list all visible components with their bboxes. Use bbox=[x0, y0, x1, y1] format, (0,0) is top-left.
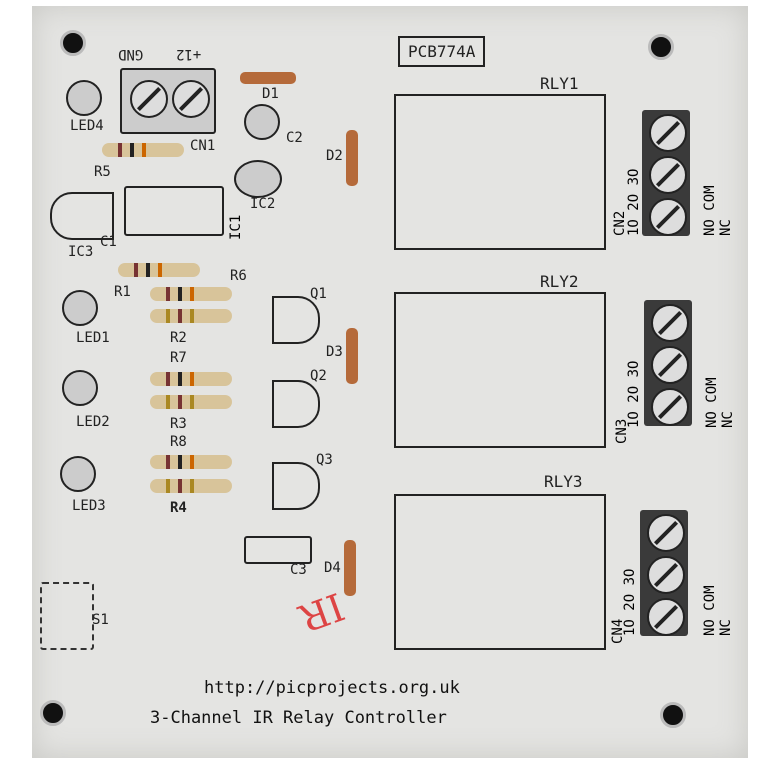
q2-label: Q2 bbox=[310, 368, 327, 384]
r4-label: R4 bbox=[170, 500, 187, 516]
cn3-pin-labels: NO COM NC bbox=[704, 377, 736, 428]
website-url: http://picprojects.org.uk bbox=[204, 678, 460, 698]
r6-label: R6 bbox=[230, 268, 247, 284]
ic2-label: IC2 bbox=[250, 196, 276, 212]
mount-hole bbox=[648, 34, 674, 60]
led2 bbox=[62, 370, 98, 406]
resistor-r5 bbox=[90, 143, 196, 157]
ic1 bbox=[124, 186, 224, 236]
d1-label: D1 bbox=[262, 86, 279, 102]
r7-label: R7 bbox=[170, 350, 187, 366]
capacitor-c3 bbox=[244, 536, 312, 564]
cn4-pin-labels: NO COM NC bbox=[702, 585, 734, 636]
cn3-label: CN3 bbox=[614, 418, 630, 444]
screw bbox=[172, 80, 210, 118]
r1-label: R1 bbox=[114, 284, 131, 300]
transistor-q3 bbox=[272, 462, 320, 510]
cn2-terminal bbox=[642, 110, 690, 236]
ic3-sensor bbox=[50, 192, 114, 240]
diode-d4 bbox=[344, 540, 356, 596]
ic1-label: IC1 bbox=[228, 214, 244, 240]
capacitor-c2 bbox=[244, 104, 280, 140]
d4-label: D4 bbox=[324, 560, 341, 576]
s1-label: S1 bbox=[92, 612, 109, 628]
relay-1 bbox=[394, 94, 606, 250]
cn4-terminal bbox=[640, 510, 688, 636]
led1 bbox=[62, 290, 98, 326]
relay-2 bbox=[394, 292, 606, 448]
rly3-label: RLY3 bbox=[544, 472, 583, 491]
transistor-q2 bbox=[272, 380, 320, 428]
c2-label: C2 bbox=[286, 130, 303, 146]
ic2 bbox=[234, 160, 282, 198]
relay-3 bbox=[394, 494, 606, 650]
cn2-pin-labels: NO COM NC bbox=[702, 185, 734, 236]
c3-label: C3 bbox=[290, 562, 307, 578]
led1-label: LED1 bbox=[76, 330, 110, 346]
resistor-r1 bbox=[106, 263, 212, 277]
q3-label: Q3 bbox=[316, 452, 333, 468]
screw bbox=[130, 80, 168, 118]
resistor-r7 bbox=[138, 372, 244, 386]
resistor-r8 bbox=[138, 455, 244, 469]
d2-label: D2 bbox=[326, 148, 343, 164]
r3-label: R3 bbox=[170, 416, 187, 432]
plus12-label: +12 bbox=[176, 46, 202, 62]
diode-d3 bbox=[346, 328, 358, 384]
cn4-label: CN4 bbox=[610, 618, 626, 644]
board-id: PCB774A bbox=[398, 36, 486, 67]
d3-label: D3 bbox=[326, 344, 343, 360]
mount-hole bbox=[40, 700, 66, 726]
led3-label: LED3 bbox=[72, 498, 106, 514]
resistor-r3 bbox=[138, 395, 244, 409]
resistor-r4 bbox=[138, 479, 244, 493]
resistor-r6 bbox=[138, 287, 244, 301]
rly2-label: RLY2 bbox=[540, 272, 579, 291]
led2-label: LED2 bbox=[76, 414, 110, 430]
r2-label: R2 bbox=[170, 330, 187, 346]
cn1-label: CN1 bbox=[190, 138, 216, 154]
r5-label: R5 bbox=[94, 164, 111, 180]
mount-hole bbox=[60, 30, 86, 56]
cn2-label: CN2 bbox=[612, 210, 628, 236]
led4-label: LED4 bbox=[70, 118, 104, 134]
switch-s1 bbox=[40, 582, 94, 650]
led3 bbox=[60, 456, 96, 492]
rly1-label: RLY1 bbox=[540, 74, 579, 93]
mount-hole bbox=[660, 702, 686, 728]
q1-label: Q1 bbox=[310, 286, 327, 302]
diode-d2 bbox=[346, 130, 358, 186]
ic3-label: IC3 bbox=[68, 244, 94, 260]
board-title: 3-Channel IR Relay Controller bbox=[150, 708, 447, 728]
r8-label: R8 bbox=[170, 434, 187, 450]
c1-label: C1 bbox=[100, 234, 117, 250]
led4 bbox=[66, 80, 102, 116]
transistor-q1 bbox=[272, 296, 320, 344]
diode-d1 bbox=[240, 72, 296, 84]
cn3-terminal bbox=[644, 300, 692, 426]
cn2-pin-numbers: 1O 2O 3O bbox=[626, 168, 642, 236]
gnd-label: GND bbox=[118, 46, 144, 62]
resistor-r2 bbox=[138, 309, 244, 323]
